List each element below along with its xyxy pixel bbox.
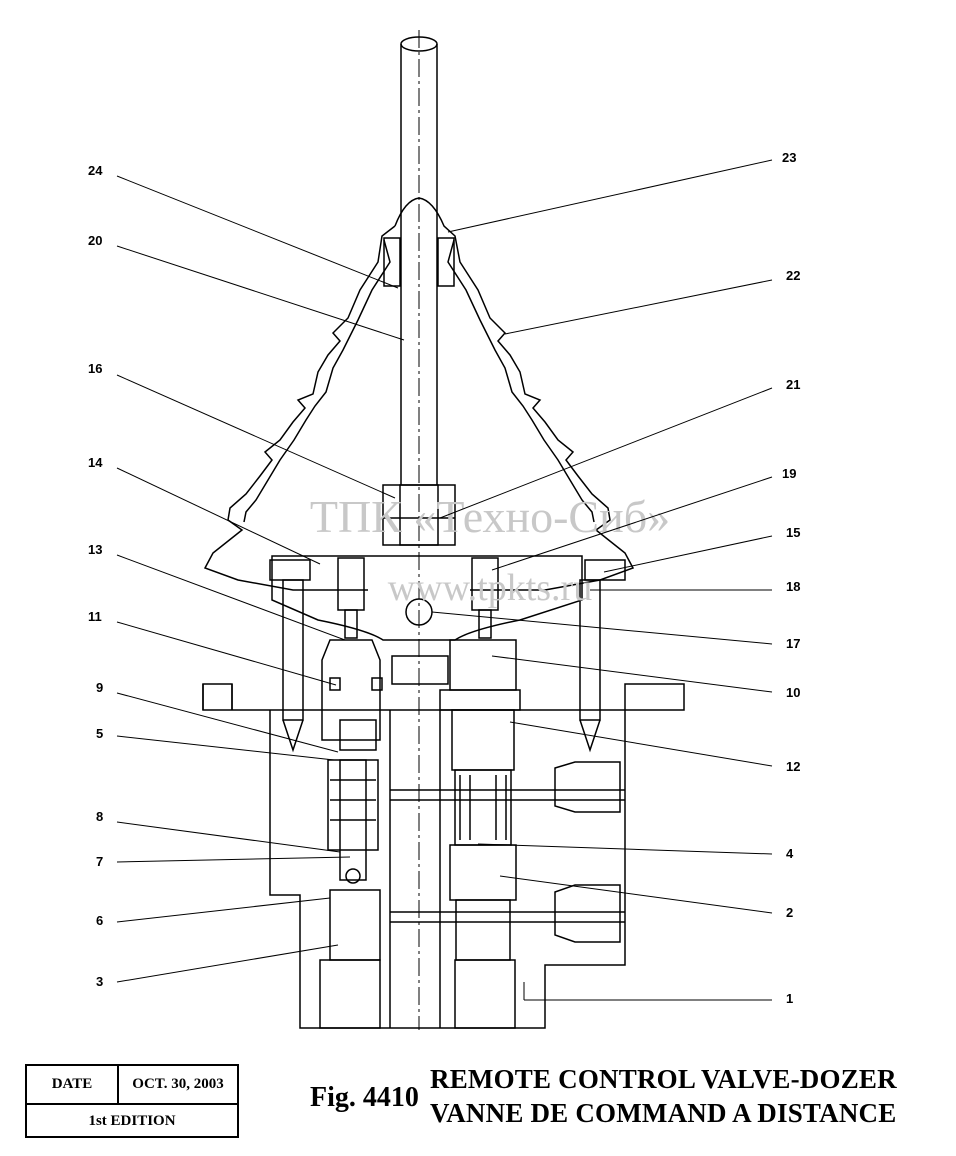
callout-23: 23 (782, 150, 796, 165)
figure-title-french: VANNE DE COMMAND A DISTANCE (430, 1098, 897, 1128)
callout-20: 20 (88, 233, 102, 248)
callout-17: 17 (786, 636, 800, 651)
callout-11: 11 (88, 609, 102, 624)
lever-rod (400, 30, 438, 1030)
callout-10: 10 (786, 685, 800, 700)
callout-6: 6 (96, 913, 103, 928)
callout-8: 8 (96, 809, 103, 824)
svg-text:ТПК «Техно-Сиб»: ТПК «Техно-Сиб» (310, 491, 670, 542)
valve-body (202, 683, 685, 1029)
callouts-left: 24 20 16 14 13 11 9 5 8 7 6 3 (88, 163, 103, 989)
date-value: OCT. 30, 2003 (132, 1076, 224, 1092)
date-label: DATE (27, 1066, 119, 1103)
callouts-right: 23 22 21 19 15 18 17 10 12 4 2 1 (782, 150, 800, 1006)
callout-4: 4 (786, 846, 794, 861)
callout-22: 22 (786, 268, 800, 283)
callout-5: 5 (96, 726, 103, 741)
leader-lines-right (431, 159, 773, 1001)
callout-12: 12 (786, 759, 800, 774)
edition-label: 1st EDITION (88, 1113, 176, 1129)
mounting-bolts (269, 559, 626, 753)
callout-24: 24 (88, 163, 103, 178)
callout-15: 15 (786, 525, 800, 540)
leader-lines-left (116, 175, 405, 983)
svg-text:www.tpkts.ru: www.tpkts.ru (388, 567, 592, 609)
figure-number: Fig. 4410 (310, 1082, 419, 1113)
date-edition-box: DATE OCT. 30, 2003 1st EDITION (25, 1064, 239, 1138)
callout-3: 3 (96, 974, 103, 989)
callout-7: 7 (96, 854, 103, 869)
callout-18: 18 (786, 579, 800, 594)
figure-title-english: REMOTE CONTROL VALVE-DOZER (430, 1064, 897, 1094)
watermark: ТПК «Техно-Сиб» www.tpkts.ru (310, 491, 670, 609)
plunger-assembly-right (439, 557, 521, 961)
callout-19: 19 (782, 466, 796, 481)
callout-21: 21 (786, 377, 800, 392)
callout-16: 16 (88, 361, 102, 376)
callout-9: 9 (96, 680, 103, 695)
plunger-assembly-left (321, 557, 383, 961)
callout-14: 14 (88, 455, 103, 470)
callout-2: 2 (786, 905, 793, 920)
callout-1: 1 (786, 991, 793, 1006)
port-fittings (554, 761, 621, 943)
callout-13: 13 (88, 542, 102, 557)
